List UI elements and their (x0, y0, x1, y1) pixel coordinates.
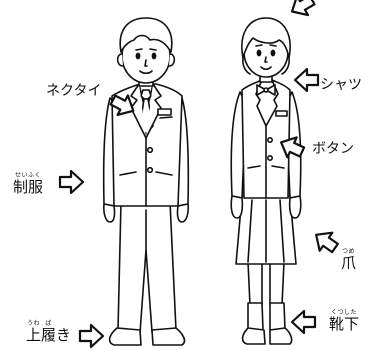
girl-figure (230, 17, 302, 345)
label-indoor-shoes-reading-1: うわ (27, 320, 41, 327)
arrow-nail (308, 224, 343, 259)
arrow-top (285, 0, 319, 23)
label-socks: くつした 靴下 (329, 309, 359, 332)
label-button: ボタン (312, 141, 354, 157)
boy-figure (102, 17, 190, 346)
label-necktie: ネクタイ (46, 83, 102, 99)
label-indoor-shoes-kana: き (56, 326, 72, 344)
label-indoor-shoes-reading-2: ば (45, 320, 52, 327)
label-nail-text: 爪 (341, 254, 357, 272)
arrow-uniform (58, 169, 85, 195)
label-shirt: シャツ (320, 77, 362, 93)
label-indoor-shoes: うわ上 ば履 き (26, 320, 71, 343)
label-socks-text: 靴下 (329, 315, 360, 333)
label-uniform: せいふく 制服 (13, 172, 43, 195)
arrow-indoor-shoes (78, 323, 105, 349)
label-socks-reading: くつした (331, 309, 358, 316)
label-nail-reading: つめ (342, 248, 356, 255)
label-indoor-shoes-kanji-2: 履 (41, 326, 57, 344)
arrow-socks (290, 309, 317, 335)
label-indoor-shoes-kanji-1: 上 (26, 326, 42, 344)
arrow-shirt (293, 67, 320, 93)
label-nail: つめ 爪 (341, 248, 356, 271)
label-uniform-reading: せいふく (15, 172, 42, 179)
label-uniform-text: 制服 (13, 178, 44, 196)
